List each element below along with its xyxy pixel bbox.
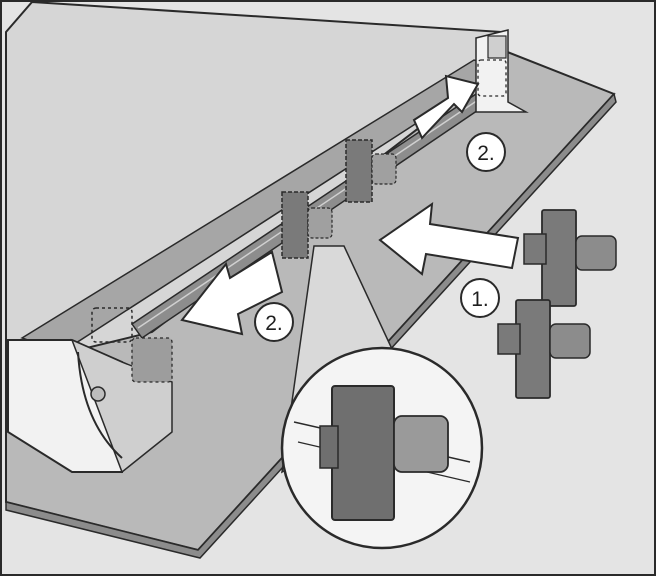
shelf-edge <box>5 92 617 559</box>
arrow-right-icon <box>378 201 520 276</box>
svg-text:1.: 1. <box>471 288 489 311</box>
right-end-bracket <box>475 29 529 113</box>
step-label-insert: 1. <box>460 278 500 318</box>
rail-clip-icon <box>523 209 617 307</box>
rail-clip-icon <box>497 299 591 399</box>
svg-text:2.: 2. <box>265 312 283 335</box>
svg-text:2.: 2. <box>477 142 495 165</box>
magnifier-callout-icon <box>280 245 484 550</box>
rail-clip-icon <box>131 139 397 383</box>
arrow-right-icon <box>412 74 480 140</box>
step-label-slide-left: 2. <box>254 302 294 342</box>
step-label-slide-right: 2. <box>466 132 506 172</box>
arrow-left-icon <box>180 250 284 336</box>
